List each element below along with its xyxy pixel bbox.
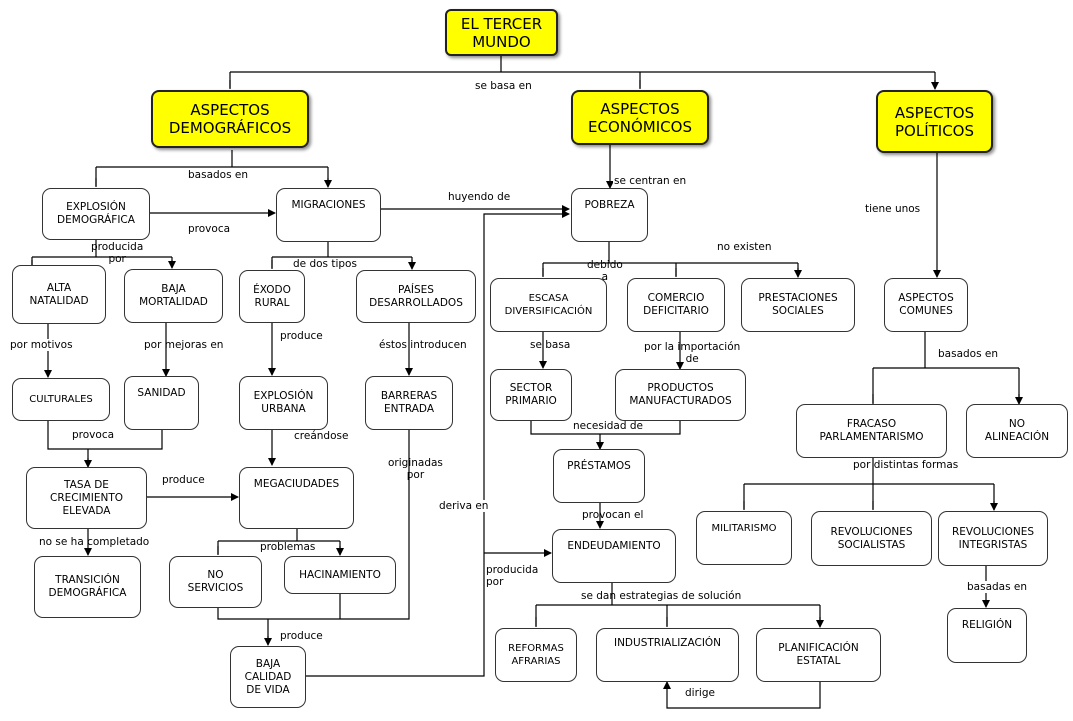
node-revoluciones-integristas: REVOLUCIONES INTEGRISTAS [938, 511, 1048, 566]
node-militarismo: MILITARISMO [696, 511, 792, 565]
label-produce-1: produce [279, 330, 324, 342]
label-producida-por-2: producida por [486, 564, 539, 588]
node-fracaso-parlamentarismo: FRACASO PARLAMENTARISMO [796, 404, 947, 458]
edge-comunes-split [872, 332, 1020, 403]
node-prestamos: PRÉSTAMOS [553, 449, 645, 503]
node-no-servicios: NO SERVICIOS [169, 556, 262, 608]
label-provoca-1: provoca [187, 223, 232, 235]
node-explosion-urbana: EXPLOSIÓN URBANA [239, 376, 328, 430]
node-aspectos-comunes: ASPECTOS COMUNES [884, 278, 968, 332]
node-pobreza: POBREZA [571, 188, 648, 242]
label-por-distintas-formas: por distintas formas [853, 459, 959, 471]
edge-comunes-heads [872, 394, 1019, 404]
node-productos-manufacturados: PRODUCTOS MANUFACTURADOS [615, 369, 746, 421]
node-exodo-rural: ÉXODO RURAL [239, 270, 305, 323]
label-basados-en-1: basados en [187, 169, 250, 181]
edge-to-calidad [217, 430, 410, 644]
node-escasa-diversificacion: ESCASA DIVERSIFICACIÓN [490, 278, 607, 332]
edge-tercer-to-aspects [229, 56, 936, 88]
label-problemas: problemas [260, 541, 316, 553]
label-producida-por-1: producida por [91, 241, 144, 265]
node-religion: RELIGIÓN [947, 608, 1027, 663]
node-endeudamiento: ENDEUDAMIENTO [552, 529, 676, 583]
node-sector-primario: SECTOR PRIMARIO [490, 369, 572, 421]
node-culturales: CULTURALES [12, 378, 110, 421]
edge-endeud-heads [535, 617, 820, 627]
node-hacinamiento: HACINAMIENTO [284, 556, 396, 594]
edge-fracaso-heads [743, 501, 994, 510]
label-por-la-importacion: por la importación de [644, 341, 741, 365]
node-baja-mortalidad: BAJA MORTALIDAD [124, 269, 223, 323]
label-produce-2: produce [161, 474, 206, 486]
node-industrializacion: INDUSTRIALIZACIÓN [596, 628, 739, 682]
edge-migr-heads [271, 260, 412, 269]
node-comercio-deficitario: COMERCIO DEFICITARIO [627, 278, 725, 332]
label-por-motivos: por motivos [9, 339, 74, 351]
label-debido-a: debido a [587, 259, 623, 283]
node-planificacion-estatal: PLANIFICACIÓN ESTATAL [756, 628, 881, 682]
node-revoluciones-socialistas: REVOLUCIONES SOCIALISTAS [811, 511, 932, 566]
edge-dirige [663, 681, 821, 709]
edge-arrowheads-top [229, 80, 935, 89]
edge-demo-heads [95, 178, 328, 187]
label-originadas-por: originadas por [388, 457, 443, 481]
label-basados-en-2: basados en [937, 348, 1000, 360]
node-sanidad: SANIDAD [124, 376, 199, 430]
label-necesidad-de: necesidad de [573, 420, 643, 432]
label-no-existen: no existen [716, 241, 773, 253]
edge-pobreza-heads [542, 268, 798, 277]
node-no-alineacion: NO ALINEACIÓN [966, 404, 1068, 458]
node-aspectos-economicos: ASPECTOS ECONÓMICOS [571, 90, 709, 145]
label-provocan-el: provocan el [582, 509, 644, 521]
label-de-dos-tipos: de dos tipos [293, 258, 357, 270]
label-estos-introducen: éstos introducen [379, 339, 467, 351]
node-reformas-afrarias: REFORMAS AFRARIAS [495, 628, 577, 682]
node-paises-desarrollados: PAÍSES DESARROLLADOS [356, 270, 476, 323]
label-se-basa-en: se basa en [474, 80, 533, 92]
node-alta-natalidad: ALTA NATALIDAD [12, 265, 106, 324]
edge-mega-heads [217, 546, 340, 555]
edge-fracaso-split [743, 458, 995, 509]
node-barreras-entrada: BARRERAS ENTRADA [365, 376, 453, 430]
node-baja-calidad-de-vida: BAJA CALIDAD DE VIDA [230, 646, 306, 708]
node-aspectos-politicos: ASPECTOS POLÍTICOS [876, 90, 993, 153]
edge-endeud-split [535, 583, 821, 626]
edge-explosion-split [31, 240, 173, 267]
label-creandose: creándose [293, 430, 350, 442]
label-dirige: dirige [684, 687, 716, 699]
node-migraciones: MIGRACIONES [276, 188, 381, 242]
label-se-centran-en: se centran en [613, 175, 688, 187]
node-prestaciones-sociales: PRESTACIONES SOCIALES [741, 278, 855, 332]
label-se-basa: se basa [530, 339, 571, 351]
node-megaciudades: MEGACIUDADES [239, 467, 354, 529]
edge-demo-split [95, 150, 329, 186]
node-aspectos-demograficos: ASPECTOS DEMOGRÁFICOS [151, 90, 309, 148]
node-tasa-crecimiento: TASA DE CRECIMIENTO ELEVADA [26, 467, 147, 529]
label-provoca-2: provoca [72, 429, 115, 441]
label-produce-3: produce [279, 630, 324, 642]
edge-migr-split [271, 242, 413, 268]
edge-mega-split [217, 529, 341, 554]
label-por-mejoras-en: por mejoras en [144, 339, 224, 351]
node-explosion-demografica: EXPLOSIÓN DEMOGRÁFICA [42, 188, 150, 240]
label-deriva-en: deriva en [438, 500, 490, 512]
label-basadas-en: basadas en [966, 581, 1029, 593]
label-se-dan-estrategias: se dan estrategias de solución [581, 590, 742, 602]
node-transicion-demografica: TRANSICIÓN DEMOGRÁFICA [34, 556, 141, 618]
label-no-se-ha-completado: no se ha completado [39, 536, 150, 548]
label-huyendo-de: huyendo de [447, 191, 512, 203]
node-tercer-mundo: EL TERCER MUNDO [445, 9, 558, 56]
edge-deriva-pobreza [306, 210, 570, 677]
label-tiene-unos: tiene unos [864, 203, 922, 215]
